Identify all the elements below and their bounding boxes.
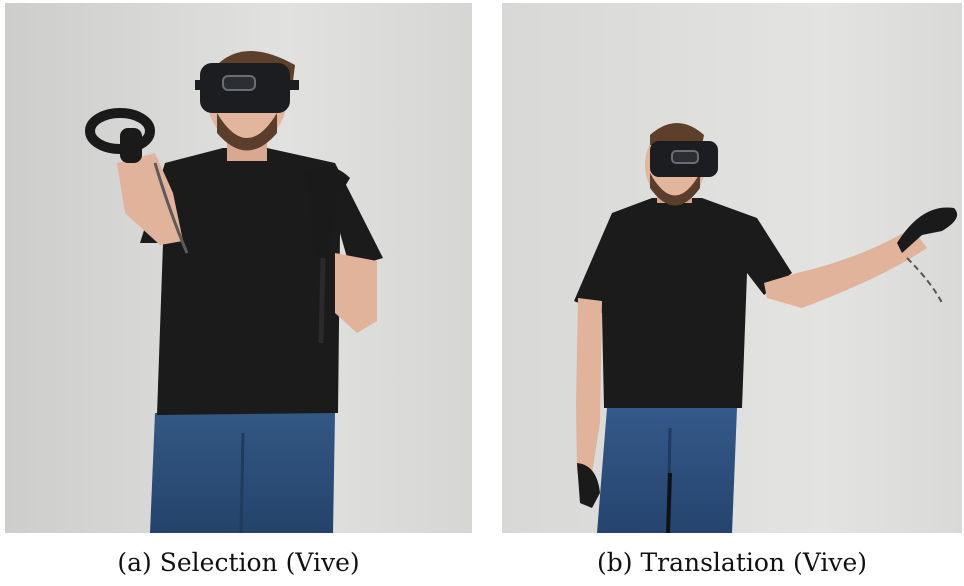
photo-selection-vive [5, 3, 472, 533]
figure-panel-selection [5, 3, 472, 533]
caption-translation: (b) Translation (Vive) [597, 548, 867, 577]
figure-panel-translation [502, 3, 962, 533]
caption-selection: (a) Selection (Vive) [117, 548, 360, 577]
photo-translation-vive [502, 3, 962, 533]
